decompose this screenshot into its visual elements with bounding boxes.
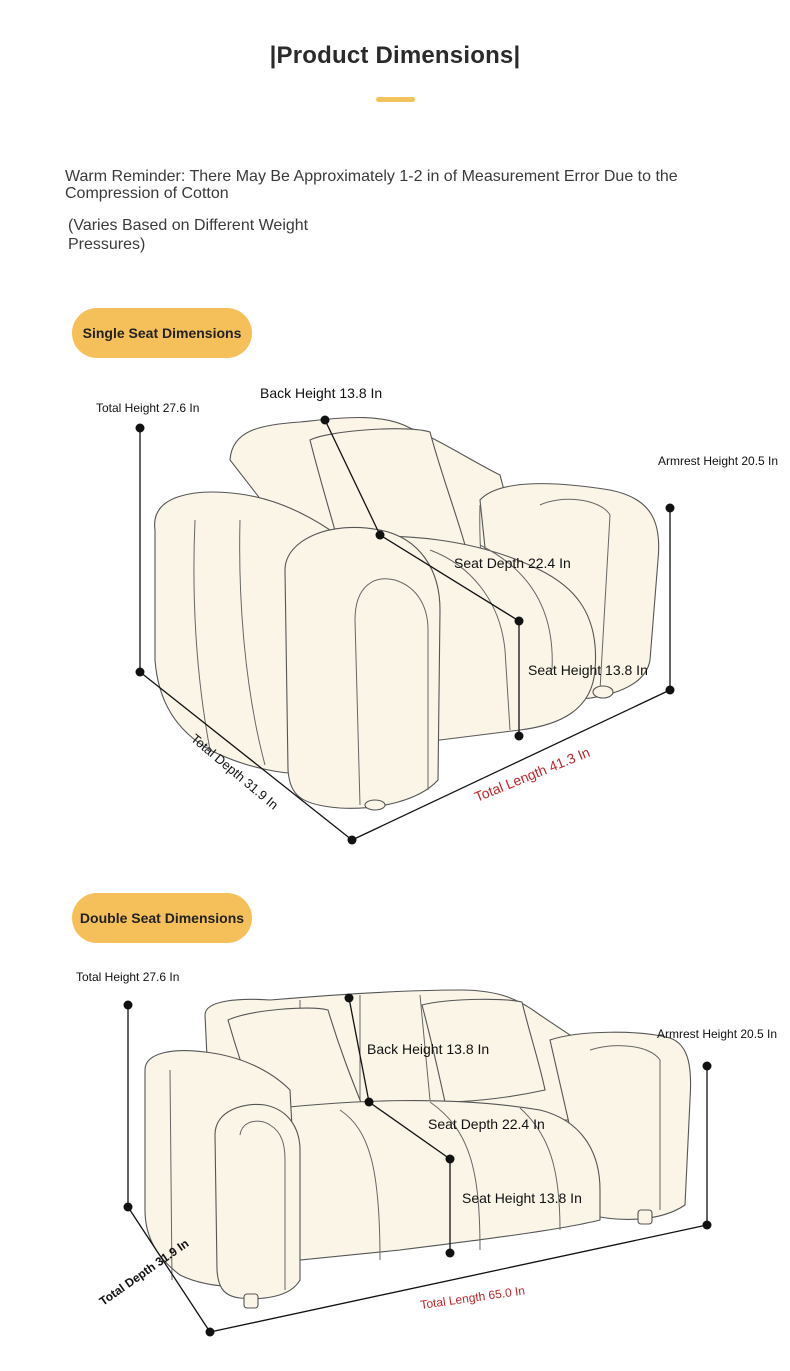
single-seat-heading: Single Seat Dimensions [72, 308, 252, 358]
single-seat-diagram: Total Height 27.6 In Back Height 13.8 In… [96, 385, 778, 845]
double-seat-heading: Double Seat Dimensions [72, 893, 252, 943]
double-armrest-height-label: Armrest Height 20.5 In [657, 1027, 777, 1041]
title-underline [376, 97, 415, 102]
single-sofa-illustration [154, 417, 660, 811]
double-total-height-label: Total Height 27.6 In [76, 970, 179, 984]
double-seat-diagram: Total Height 27.6 In Back Height 13.8 In… [76, 970, 777, 1337]
single-back-height-label: Back Height 13.8 In [260, 385, 382, 401]
page-title: |Product Dimensions| [269, 42, 521, 69]
single-armrest-height-label: Armrest Height 20.5 In [658, 454, 778, 468]
warm-reminder-text: Warm Reminder: There May Be Approximatel… [65, 168, 678, 202]
single-seat-depth-label: Seat Depth 22.4 In [454, 555, 571, 571]
double-seat-height-label: Seat Height 13.8 In [462, 1190, 582, 1206]
double-seat-depth-label: Seat Depth 22.4 In [428, 1116, 545, 1132]
double-sofa-illustration [144, 989, 692, 1309]
double-back-height-label: Back Height 13.8 In [367, 1041, 489, 1057]
double-total-length-label: Total Length 65.0 In [419, 1283, 525, 1312]
single-dimension-lines [135, 415, 675, 845]
single-total-height-label: Total Height 27.6 In [96, 401, 199, 415]
double-dimension-lines [123, 993, 712, 1337]
reminder-note: (Varies Based on Different Weight Pressu… [68, 217, 309, 253]
single-seat-height-label: Seat Height 13.8 In [528, 662, 648, 678]
